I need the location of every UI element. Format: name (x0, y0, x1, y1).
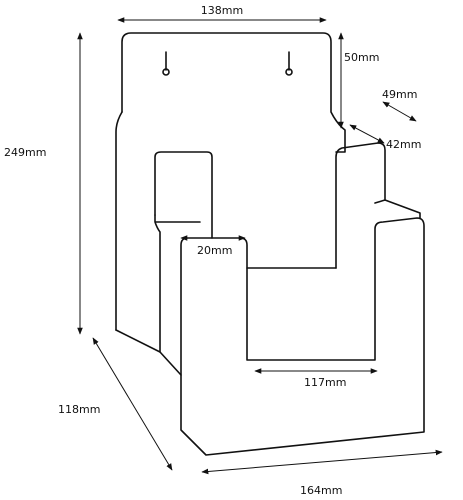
dim-base-width-arrow (201, 449, 443, 475)
keyhole-icon (285, 51, 293, 76)
dim-depth-49-arrow (382, 101, 417, 122)
keyhole-icon (162, 51, 170, 76)
dimension-labels: 138mm 50mm 49mm 42mm 249mm 20mm 117mm 11… (4, 4, 421, 497)
holder-outline (115, 32, 425, 456)
left-side-wall (115, 329, 182, 376)
dim-depth-42-arrow (349, 124, 385, 144)
label-base-depth: 118mm (58, 403, 100, 416)
dimension-lines (77, 17, 443, 475)
middle-pocket (154, 214, 201, 353)
back-panel (121, 32, 346, 153)
upper-pocket-right (335, 142, 386, 269)
label-back-height: 50mm (344, 51, 379, 64)
label-base-width: 164mm (300, 484, 342, 497)
label-depth-42: 42mm (386, 138, 421, 151)
label-front-gap: 20mm (197, 244, 232, 257)
label-total-height: 249mm (4, 146, 46, 159)
label-top-width: 138mm (201, 4, 243, 17)
upper-pocket-left (154, 151, 213, 239)
middle-right-wall (374, 199, 421, 219)
back-panel-left-notch (115, 111, 123, 331)
dim-base-depth-arrow (92, 337, 173, 471)
label-depth-49: 49mm (382, 88, 417, 101)
label-inner-width: 117mm (304, 376, 346, 389)
